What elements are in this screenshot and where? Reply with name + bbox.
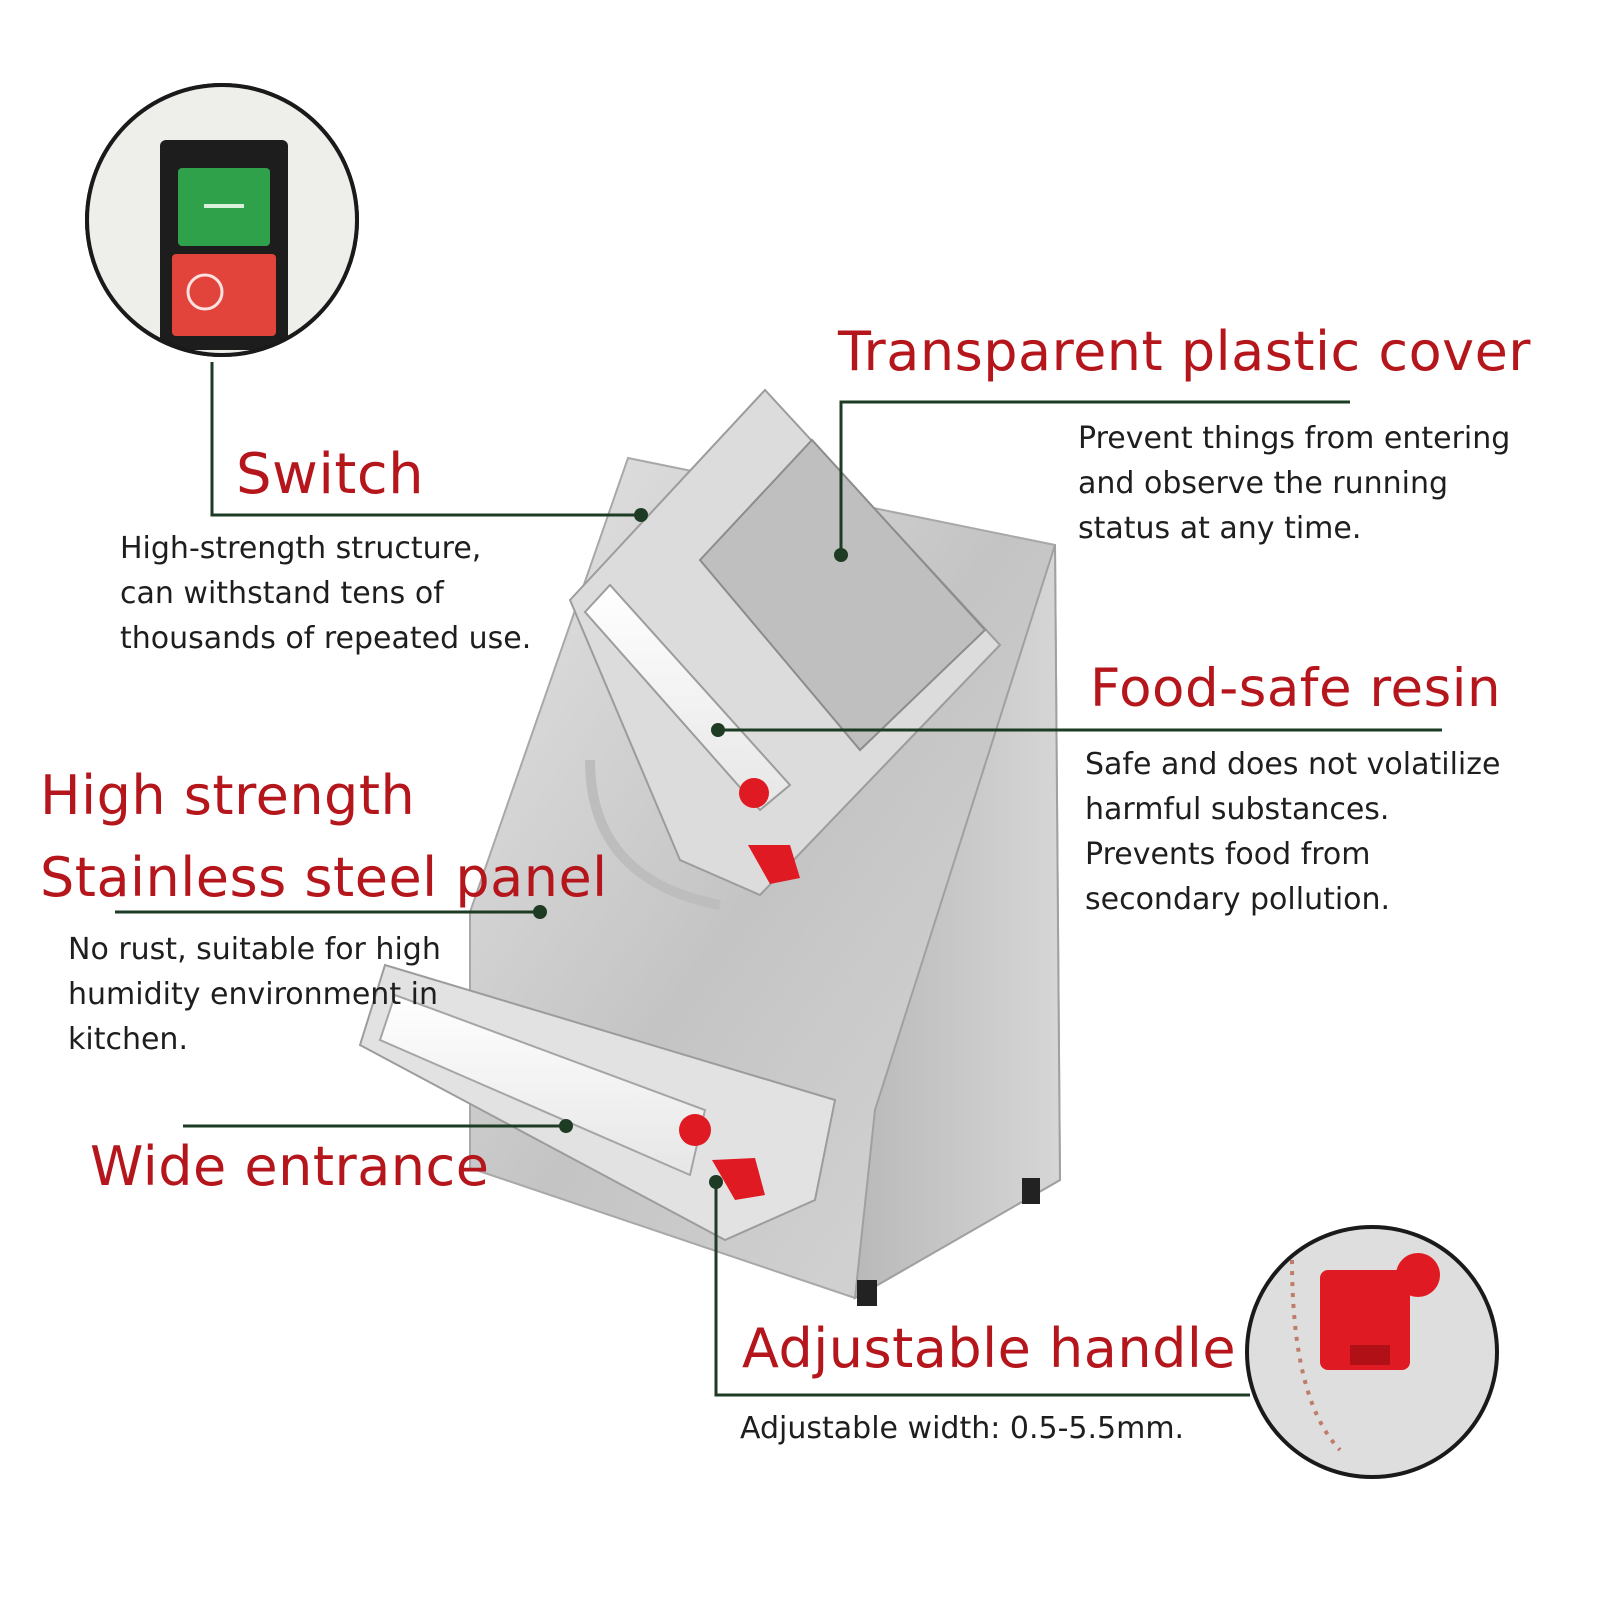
cover-title: Transparent plastic cover: [838, 320, 1532, 383]
switch-desc-line: High-strength structure,: [120, 531, 482, 566]
leader-lines: [115, 362, 1442, 1397]
panel-description: No rust, suitable for high humidity envi…: [68, 927, 441, 1062]
panel-desc-line: No rust, suitable for high: [68, 932, 441, 967]
cover-desc-line: Prevent things from entering: [1078, 421, 1511, 456]
resin-desc-line: harmful substances.: [1085, 792, 1390, 827]
lower-roller-head: [358, 963, 837, 1242]
handle-desc-line: Adjustable width: 0.5-5.5mm.: [740, 1411, 1185, 1446]
handle-description: Adjustable width: 0.5-5.5mm.: [740, 1406, 1184, 1451]
switch-title: Switch: [236, 442, 425, 507]
cover-description: Prevent things from entering and observe…: [1078, 416, 1510, 551]
panel-title-line: High strength: [40, 764, 416, 827]
panel-title-line: Stainless steel panel: [40, 846, 608, 909]
switch-desc-line: can withstand tens of: [120, 576, 444, 611]
entrance-title: Wide entrance: [90, 1135, 490, 1198]
upper-roller-head: [568, 388, 1002, 910]
resin-desc-line: Prevents food from: [1085, 837, 1371, 872]
cover-desc-line: and observe the running: [1078, 466, 1449, 501]
switch-desc-line: thousands of repeated use.: [120, 621, 532, 656]
resin-desc-line: secondary pollution.: [1085, 882, 1391, 917]
panel-desc-line: kitchen.: [68, 1022, 188, 1057]
switch-closeup: [85, 83, 359, 357]
resin-description: Safe and does not volatilize harmful sub…: [1085, 742, 1500, 922]
cover-desc-line: status at any time.: [1078, 511, 1362, 546]
panel-desc-line: humidity environment in: [68, 977, 438, 1012]
panel-title: High strength Stainless steel panel: [40, 755, 608, 919]
resin-title: Food-safe resin: [1090, 658, 1502, 719]
resin-desc-line: Safe and does not volatilize: [1085, 747, 1501, 782]
handle-closeup: [1245, 1225, 1499, 1479]
switch-description: High-strength structure, can withstand t…: [120, 526, 531, 661]
leader-dots: [533, 508, 848, 1189]
handle-title: Adjustable handle: [742, 1317, 1237, 1380]
